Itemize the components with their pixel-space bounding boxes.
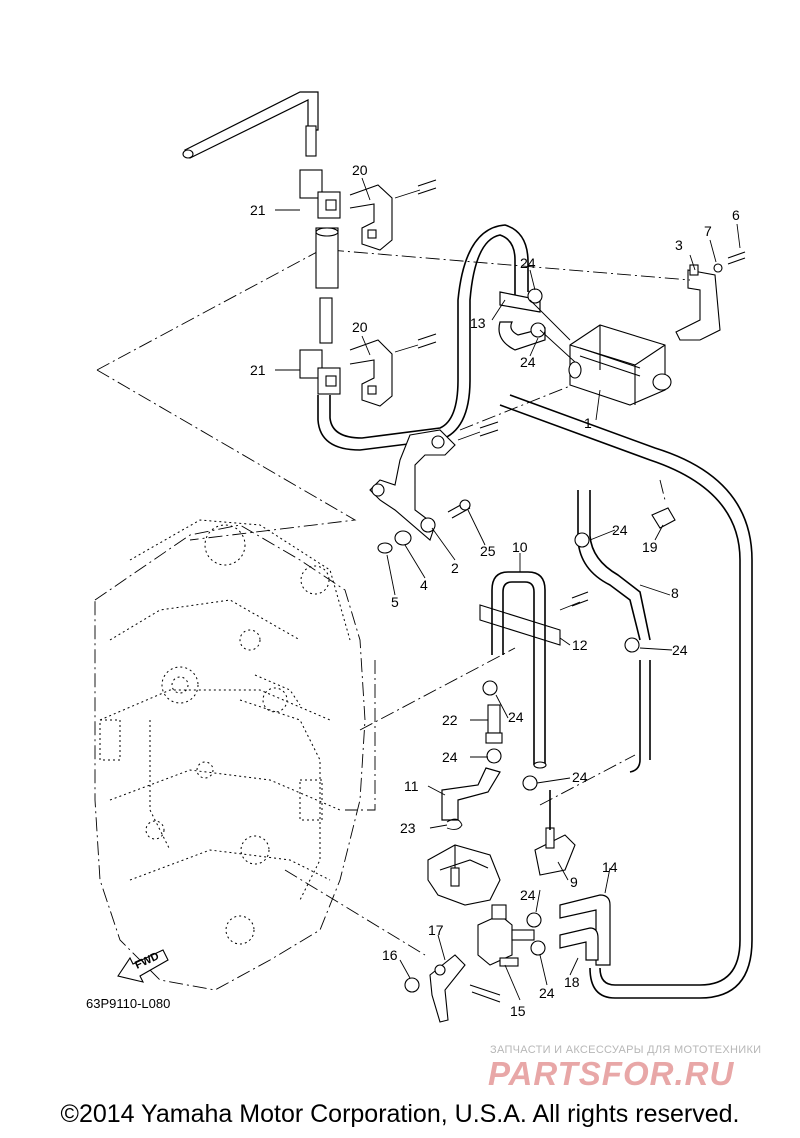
fuel-pump-body	[427, 818, 501, 906]
callout-24-c: 24	[612, 522, 628, 538]
callout-1: 1	[584, 415, 592, 431]
callout-labels: 21 20 21 20 13 24 24 1 3 7 6 2 4 5 25 10…	[250, 162, 740, 1019]
callout-5: 5	[391, 594, 399, 610]
callout-19: 19	[642, 539, 658, 555]
callout-20-upper: 20	[352, 162, 368, 178]
long-fuel-hose	[317, 224, 529, 451]
callout-24-a: 24	[520, 255, 536, 271]
callout-22: 22	[442, 712, 458, 728]
callout-15: 15	[510, 1003, 526, 1019]
callout-23: 23	[400, 820, 416, 836]
solenoid-valve	[404, 904, 535, 1023]
callout-leaders	[275, 177, 741, 1001]
mounting-bracket	[369, 421, 499, 554]
callout-6: 6	[732, 207, 740, 223]
callout-21-upper: 21	[250, 202, 266, 218]
callout-21-lower: 21	[250, 362, 266, 378]
canister-assembly	[529, 251, 746, 406]
hoses-14-18	[526, 894, 611, 966]
callout-3: 3	[675, 237, 683, 253]
u-pipe-10	[479, 571, 589, 769]
fwd-arrow: FWD	[117, 949, 169, 983]
callout-2: 2	[451, 560, 459, 576]
callout-10: 10	[512, 539, 528, 555]
joint-and-hose-11	[441, 680, 538, 821]
callout-4: 4	[420, 577, 428, 593]
callout-9: 9	[570, 874, 578, 890]
return-hose	[499, 394, 753, 999]
callout-24-g: 24	[572, 769, 588, 785]
watermark-logo: PARTSFOR.RU	[488, 1055, 735, 1092]
copyright-notice: ©2014 Yamaha Motor Corporation, U.S.A. A…	[60, 1100, 740, 1128]
callout-12: 12	[572, 637, 588, 653]
callout-24-d: 24	[672, 642, 688, 658]
callout-24-e: 24	[508, 709, 524, 725]
callout-7: 7	[704, 223, 712, 239]
watermark-tagline: ЗАПЧАСТИ И АКСЕССУАРЫ ДЛЯ МОТОТЕХНИКИ	[490, 1044, 762, 1056]
engine-block	[94, 519, 366, 991]
callout-24-b: 24	[520, 354, 536, 370]
callout-8: 8	[671, 585, 679, 601]
callout-18: 18	[564, 974, 580, 990]
hose-8	[574, 490, 676, 773]
callout-24-f: 24	[442, 749, 458, 765]
callout-11: 11	[404, 778, 419, 794]
fuel-filter-assembly	[182, 91, 437, 407]
callout-20-lower: 20	[352, 319, 368, 335]
leader-lines	[96, 244, 691, 956]
callout-14: 14	[602, 859, 618, 875]
hose-13	[498, 288, 546, 351]
vent-valve-9	[534, 790, 576, 876]
callout-25: 25	[480, 543, 496, 559]
callout-24-h: 24	[520, 887, 536, 903]
reference-code: 63P9110-L080	[86, 996, 171, 1011]
callout-16: 16	[382, 947, 398, 963]
callout-13: 13	[470, 315, 486, 331]
callout-17: 17	[428, 922, 444, 938]
callout-24-i: 24	[539, 985, 555, 1001]
